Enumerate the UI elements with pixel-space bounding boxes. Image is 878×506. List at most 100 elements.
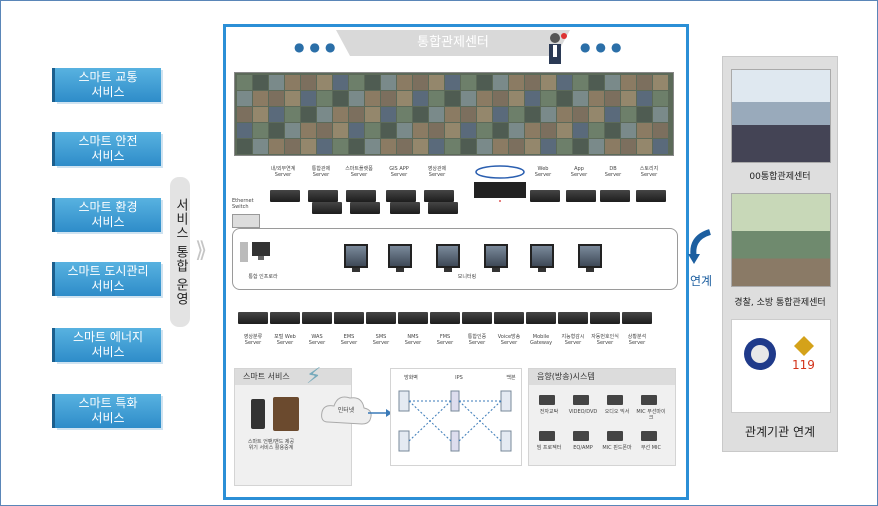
top-server-label: App Server xyxy=(570,166,588,178)
video-tile xyxy=(637,75,652,90)
video-tile xyxy=(349,75,364,90)
video-tile xyxy=(429,107,444,122)
video-tile xyxy=(365,75,380,90)
broadcast-device-label: VIDEO/DVD xyxy=(568,409,598,415)
video-tile xyxy=(509,91,524,106)
top-server-label: 내/외부연계 Server xyxy=(270,166,296,178)
video-tile xyxy=(445,107,460,122)
server-icon xyxy=(350,202,380,214)
service-box-3[interactable]: 스마트 환경 서비스 xyxy=(52,198,161,232)
video-tile xyxy=(397,91,412,106)
terminal-label: 통합 인프로라 xyxy=(248,274,278,280)
video-tile xyxy=(237,75,252,90)
video-tile xyxy=(477,107,492,122)
video-tile xyxy=(509,123,524,138)
bottom-server-label: WAS Server xyxy=(308,334,326,346)
control-center-photo-2 xyxy=(731,193,831,287)
video-tile xyxy=(445,75,460,90)
video-tile xyxy=(461,107,476,122)
top-server-label: GIS APP Server xyxy=(389,166,409,178)
top-server-label: 스마트플랫폼 Server xyxy=(345,166,373,178)
video-tile xyxy=(285,107,300,122)
video-tile xyxy=(637,107,652,122)
video-tile xyxy=(301,75,316,90)
network-device-label: IPS xyxy=(455,375,463,381)
broadcast-device-icon xyxy=(539,431,555,441)
video-tile xyxy=(269,123,284,138)
service-box-6[interactable]: 스마트 특화 서비스 xyxy=(52,394,161,428)
video-tile xyxy=(381,107,396,122)
service-box-1[interactable]: 스마트 교통 서비스 xyxy=(52,68,161,102)
linkage-arrow-icon xyxy=(688,229,712,264)
video-tile xyxy=(365,91,380,106)
video-tile xyxy=(349,123,364,138)
dots-left-icon: ●●● xyxy=(294,40,341,54)
server-icon xyxy=(530,190,560,202)
monitor-icon xyxy=(578,244,602,272)
video-tile xyxy=(397,123,412,138)
video-tile xyxy=(285,123,300,138)
service-box-5[interactable]: 스마트 에너지 서비스 xyxy=(52,328,161,362)
server-icon xyxy=(398,312,428,324)
video-tile xyxy=(541,91,556,106)
server-icon xyxy=(238,312,268,324)
video-tile xyxy=(557,123,572,138)
video-tile xyxy=(509,139,524,154)
monitor-icon xyxy=(388,244,412,272)
bottom-server-label: 영상분류 Server xyxy=(243,334,263,346)
video-tile xyxy=(317,139,332,154)
broadcast-device-label: EQ/AMP xyxy=(573,445,593,451)
video-tile xyxy=(541,107,556,122)
video-tile xyxy=(493,123,508,138)
bottom-server-label: 지능형감시 Server xyxy=(561,334,585,346)
video-tile xyxy=(461,91,476,106)
smart-service-title: 스마트 서비스 xyxy=(235,369,351,385)
video-tile xyxy=(557,139,572,154)
video-tile xyxy=(573,91,588,106)
video-tile xyxy=(493,139,508,154)
video-tile xyxy=(621,75,636,90)
agency-emblems: 119 xyxy=(731,319,831,413)
video-tile xyxy=(333,123,348,138)
broadcast-device-label: 전자교탁 xyxy=(539,409,559,415)
bottom-server-label: 자동번호인식 Server xyxy=(591,334,619,346)
video-tile xyxy=(253,75,268,90)
video-tile xyxy=(525,139,540,154)
video-tile xyxy=(317,91,332,106)
fire-emblem-number: 119 xyxy=(792,358,815,372)
video-tile xyxy=(381,91,396,106)
video-tile xyxy=(509,107,524,122)
internet-label: 인터넷 xyxy=(337,407,355,414)
video-tile xyxy=(461,123,476,138)
video-tile xyxy=(317,107,332,122)
photo1-caption: 00통합관제센터 xyxy=(749,172,811,182)
tablet-icon xyxy=(273,397,299,431)
video-tile xyxy=(429,75,444,90)
video-tile xyxy=(237,91,252,106)
center-title: 통합관제센터 xyxy=(336,30,570,56)
video-tile xyxy=(573,107,588,122)
top-server-label: 영상관제 Server xyxy=(427,166,447,178)
bottom-server-label: Mobile Gateway xyxy=(529,334,553,346)
server-icon xyxy=(600,190,630,202)
video-tile xyxy=(333,91,348,106)
video-tile xyxy=(493,75,508,90)
server-icon xyxy=(270,312,300,324)
service-box-2[interactable]: 스마트 안전 서비스 xyxy=(52,132,161,166)
video-tile xyxy=(621,139,636,154)
broadcast-device-label: MIC 핀드폰마 xyxy=(602,445,632,451)
broadcast-device-icon xyxy=(573,431,589,441)
bottom-server-label: EMS Server xyxy=(340,334,358,346)
video-tile xyxy=(653,123,668,138)
service-box-4[interactable]: 스마트 도시관리 서비스 xyxy=(52,262,161,296)
server-icon xyxy=(270,190,300,202)
broadcast-device-icon xyxy=(641,431,657,441)
video-tile xyxy=(381,123,396,138)
video-tile xyxy=(653,107,668,122)
video-tile xyxy=(525,107,540,122)
monitor-label: 모니터링 xyxy=(457,274,477,280)
video-tile xyxy=(573,75,588,90)
server-icon xyxy=(424,190,454,202)
